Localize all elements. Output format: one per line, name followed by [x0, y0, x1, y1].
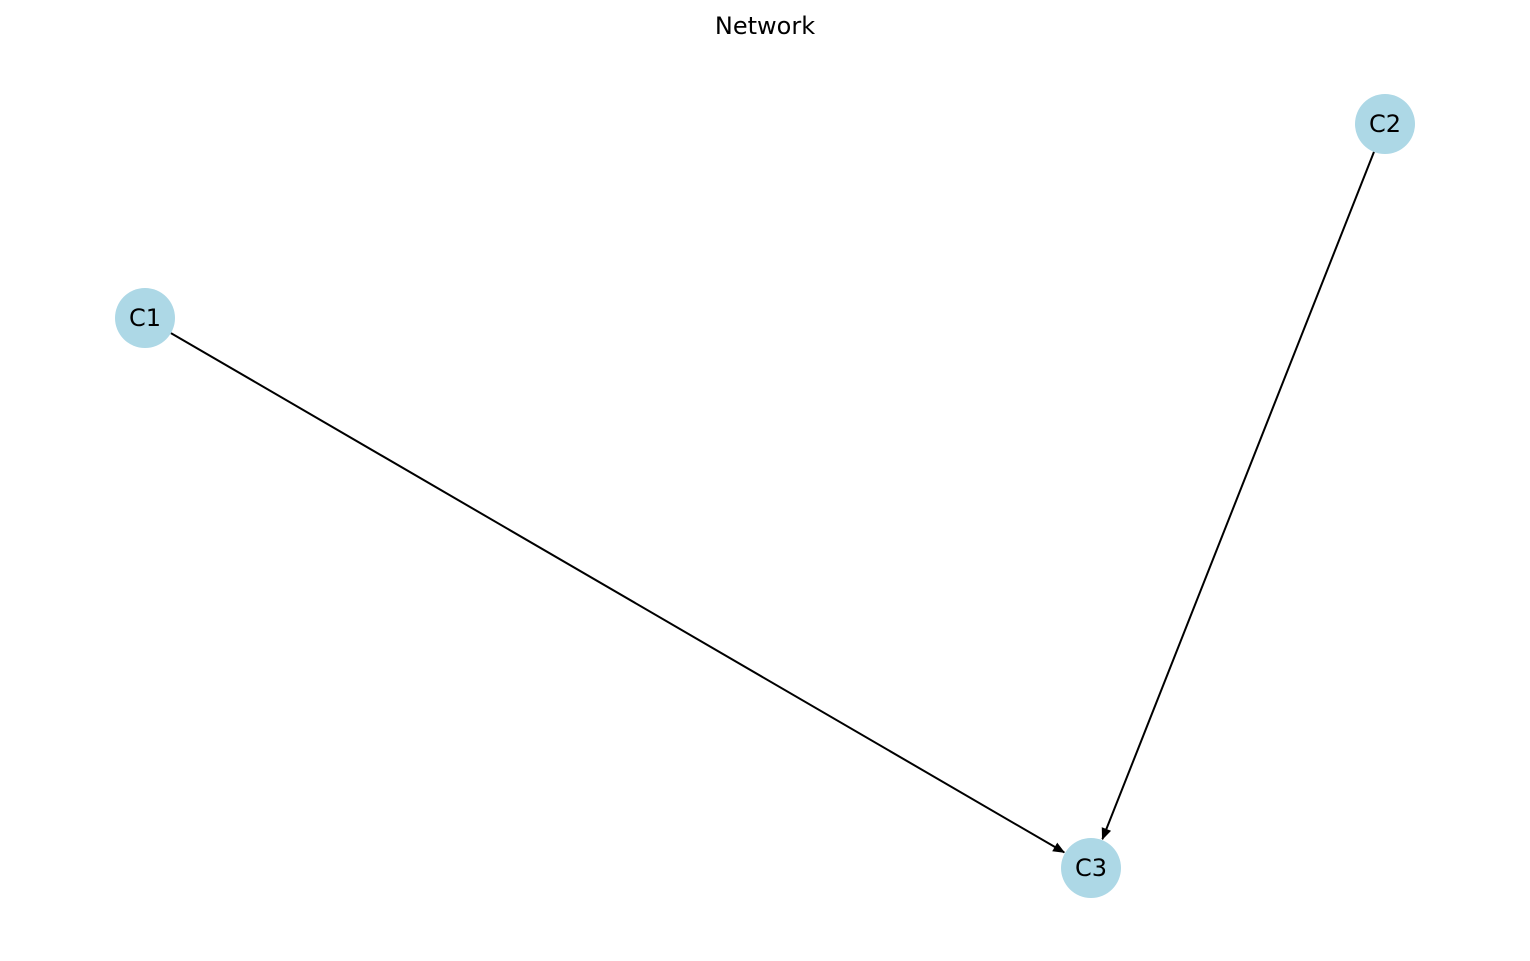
node-circle — [115, 288, 175, 348]
diagram-title: Network — [715, 12, 815, 40]
node-circle — [1061, 838, 1121, 898]
node-c3: C3 — [1061, 838, 1121, 898]
node-c2: C2 — [1355, 94, 1415, 154]
node-label: C2 — [1369, 110, 1401, 138]
node-circle — [1355, 94, 1415, 154]
node-label: C1 — [129, 304, 161, 332]
node-c1: C1 — [115, 288, 175, 348]
node-label: C3 — [1075, 854, 1107, 882]
edge-layer — [170, 151, 1375, 854]
edge-c1-to-c3 — [170, 332, 1066, 854]
edge-c2-to-c3 — [1101, 151, 1375, 841]
